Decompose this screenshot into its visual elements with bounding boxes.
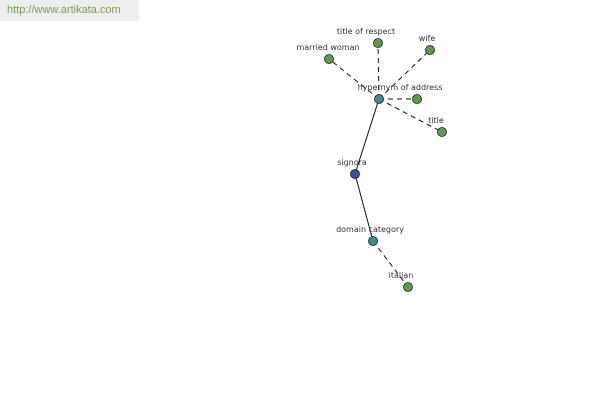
- edge-hypernym-title: [378, 98, 443, 133]
- label-wife: wife: [419, 34, 436, 43]
- label-domain: domain category: [336, 225, 404, 234]
- edge-hypernym-wife: [378, 49, 431, 100]
- label-italian: italian: [389, 271, 414, 280]
- node-italian[interactable]: [403, 282, 413, 292]
- edge-signora-domain: [354, 173, 374, 242]
- edge-hypernym-respect: [377, 42, 380, 100]
- label-signora: signora: [337, 158, 367, 167]
- source-url-link[interactable]: http://www.artikata.com: [0, 0, 139, 21]
- node-layer: [324, 38, 447, 292]
- label-title: title: [428, 116, 444, 125]
- edge-hypernym-married: [328, 58, 380, 100]
- label-layer: signora hypernym of address domain categor…: [296, 27, 443, 280]
- node-married[interactable]: [324, 54, 334, 64]
- edge-signora-hypernym: [354, 98, 380, 175]
- label-married: married woman: [296, 43, 359, 52]
- node-title[interactable]: [437, 127, 447, 137]
- edge-domain-italian: [372, 240, 409, 288]
- node-hypernym[interactable]: [374, 94, 384, 104]
- node-address[interactable]: [412, 94, 422, 104]
- node-domain[interactable]: [368, 236, 378, 246]
- node-signora[interactable]: [350, 169, 360, 179]
- node-respect[interactable]: [373, 38, 383, 48]
- label-respect: title of respect: [337, 27, 395, 36]
- node-wife[interactable]: [425, 45, 435, 55]
- label-hypernym: hypernym of address: [358, 83, 443, 92]
- edge-layer: [328, 42, 443, 288]
